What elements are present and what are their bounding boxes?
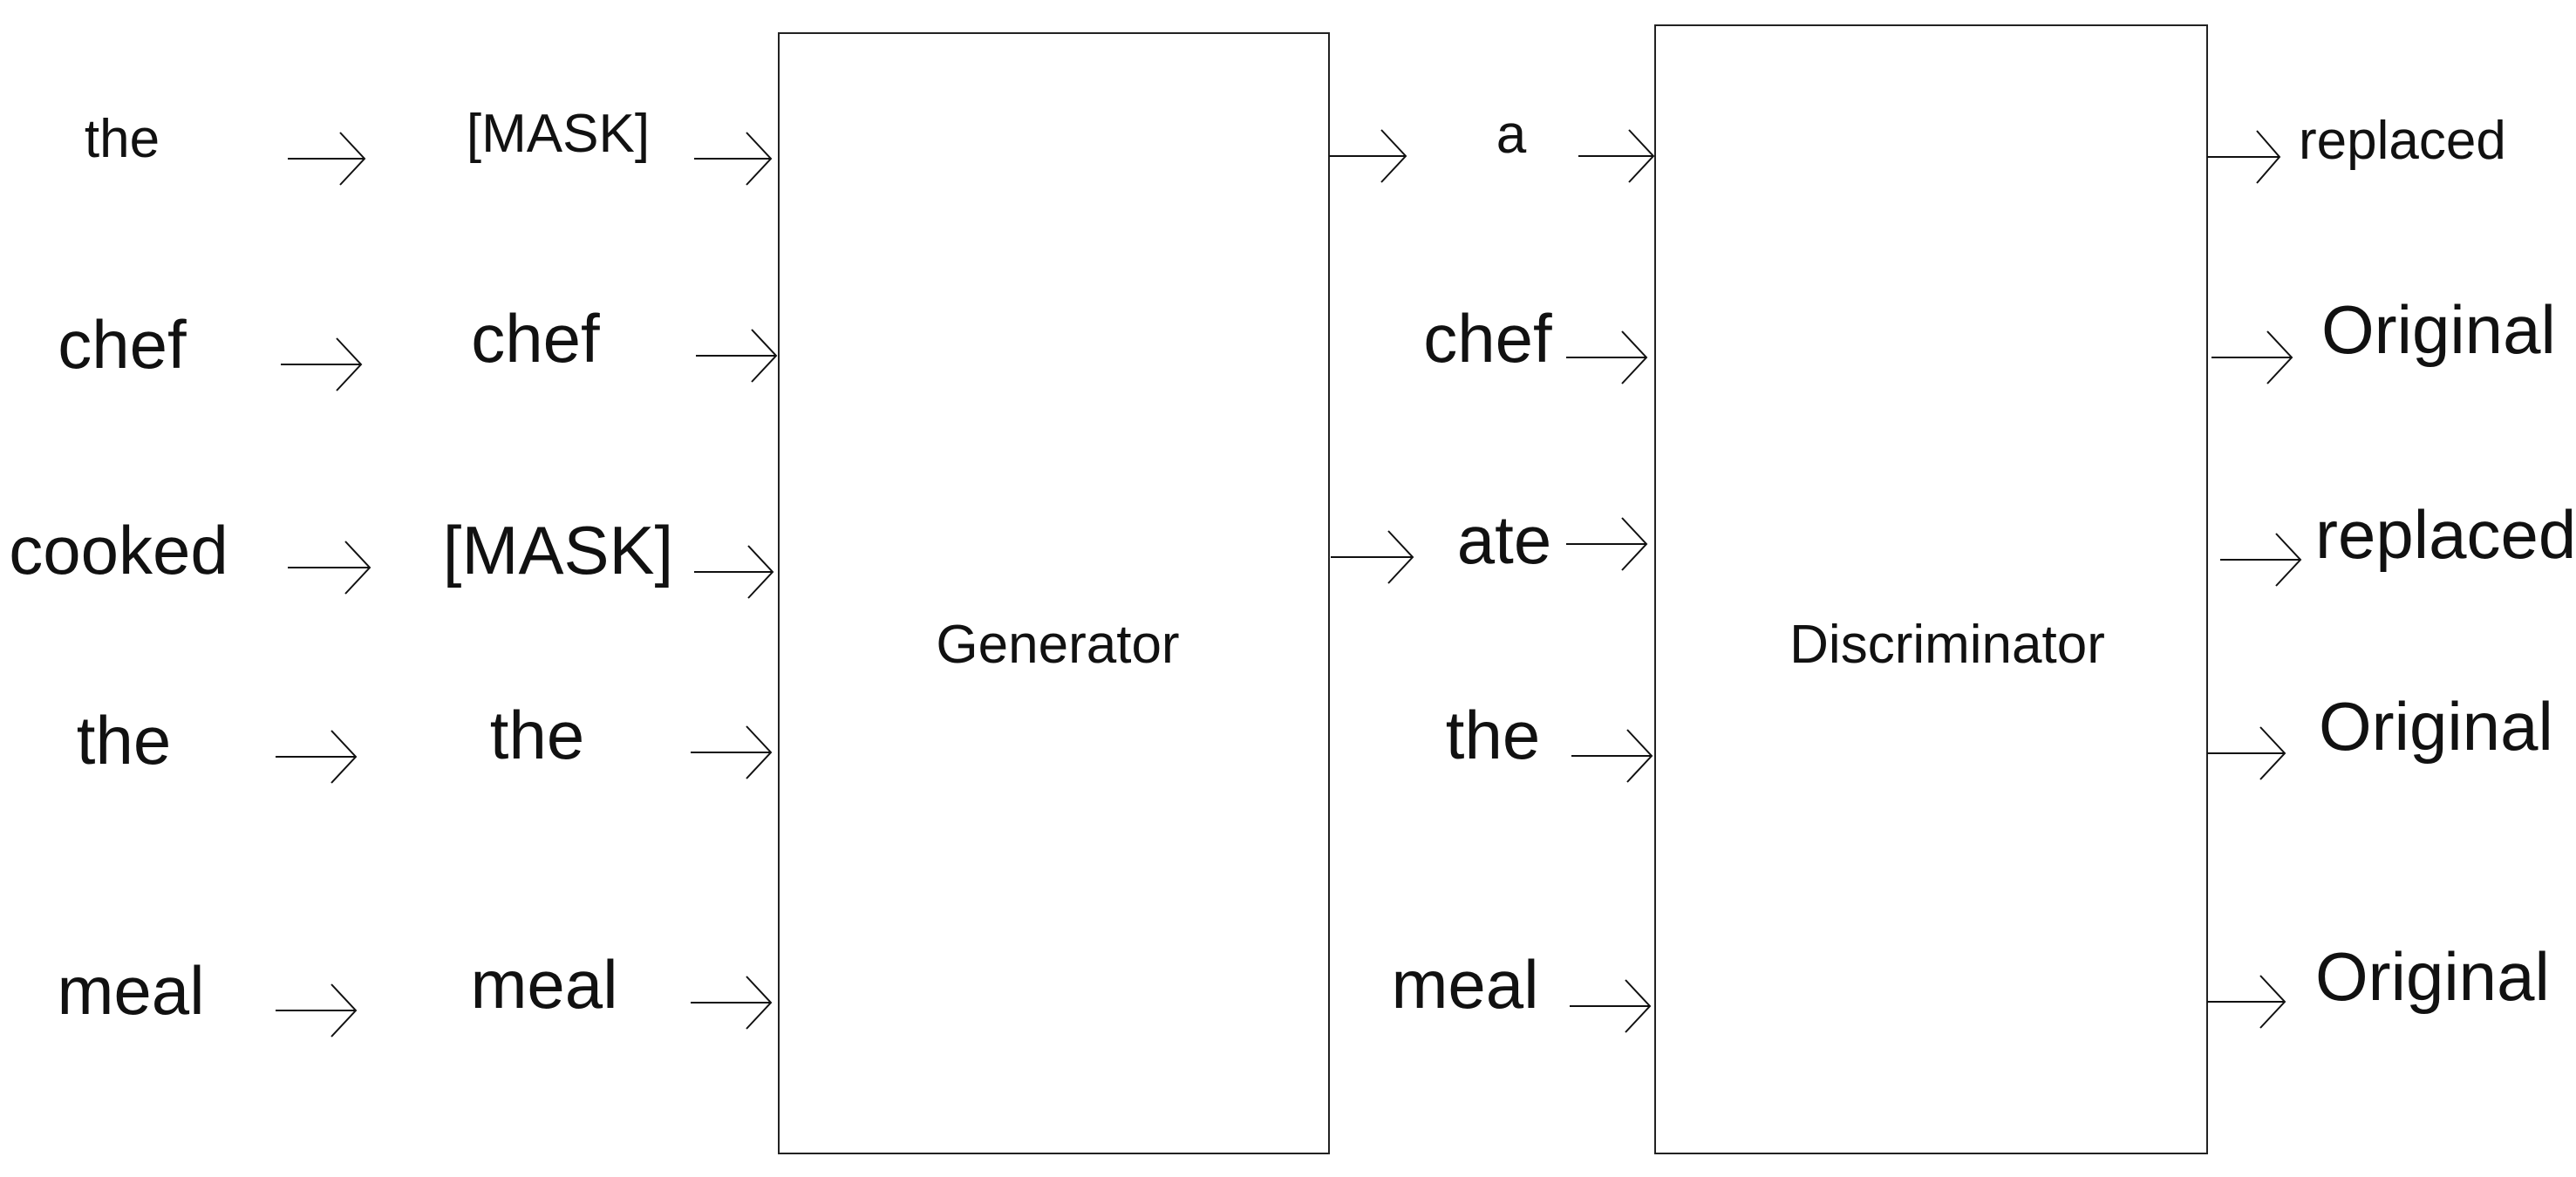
prediction-label: replaced	[2315, 496, 2576, 573]
arrow-right-icon	[2220, 533, 2302, 587]
masked-token: the	[490, 697, 584, 773]
generated-token: chef	[1423, 300, 1552, 377]
arrow-right-icon	[2207, 975, 2286, 1029]
input-token: the	[77, 702, 171, 779]
input-token: the	[85, 109, 160, 169]
arrow-right-icon	[1571, 729, 1653, 783]
generated-token: the	[1446, 697, 1540, 773]
arrow-right-icon	[1331, 530, 1414, 584]
generated-token: ate	[1457, 501, 1551, 578]
arrow-right-icon	[691, 976, 773, 1030]
masked-token: meal	[470, 946, 617, 1023]
masked-token: [MASK]	[443, 512, 673, 588]
generated-token: meal	[1391, 946, 1538, 1023]
arrow-right-icon	[288, 541, 371, 595]
masked-token: chef	[471, 300, 600, 377]
arrow-right-icon	[288, 132, 366, 186]
arrow-right-icon	[1329, 129, 1407, 183]
generator-label: Generator	[936, 615, 1179, 675]
arrow-right-icon	[2211, 330, 2293, 384]
input-token: chef	[58, 306, 187, 383]
arrow-right-icon	[281, 337, 363, 391]
arrow-right-icon	[1566, 517, 1648, 571]
arrow-right-icon	[276, 730, 358, 784]
arrow-right-icon	[2207, 130, 2281, 184]
arrow-right-icon	[1578, 129, 1655, 183]
arrow-right-icon	[1570, 979, 1652, 1033]
arrow-right-icon	[2207, 726, 2286, 780]
masked-token: [MASK]	[467, 104, 650, 164]
discriminator-box	[1654, 24, 2208, 1154]
arrow-right-icon	[691, 725, 773, 779]
discriminator-label: Discriminator	[1789, 615, 2105, 675]
arrow-right-icon	[276, 983, 358, 1038]
arrow-right-icon	[696, 329, 778, 383]
generated-token: a	[1496, 105, 1527, 165]
prediction-label: replaced	[2299, 111, 2506, 171]
generator-box	[778, 32, 1330, 1154]
prediction-label: Original	[2315, 938, 2550, 1015]
arrow-right-icon	[694, 132, 773, 186]
prediction-label: Original	[2319, 688, 2553, 765]
input-token: cooked	[9, 512, 228, 588]
input-token: meal	[57, 952, 204, 1029]
arrow-right-icon	[1566, 330, 1648, 384]
arrow-right-icon	[694, 545, 774, 599]
prediction-label: Original	[2321, 291, 2556, 368]
